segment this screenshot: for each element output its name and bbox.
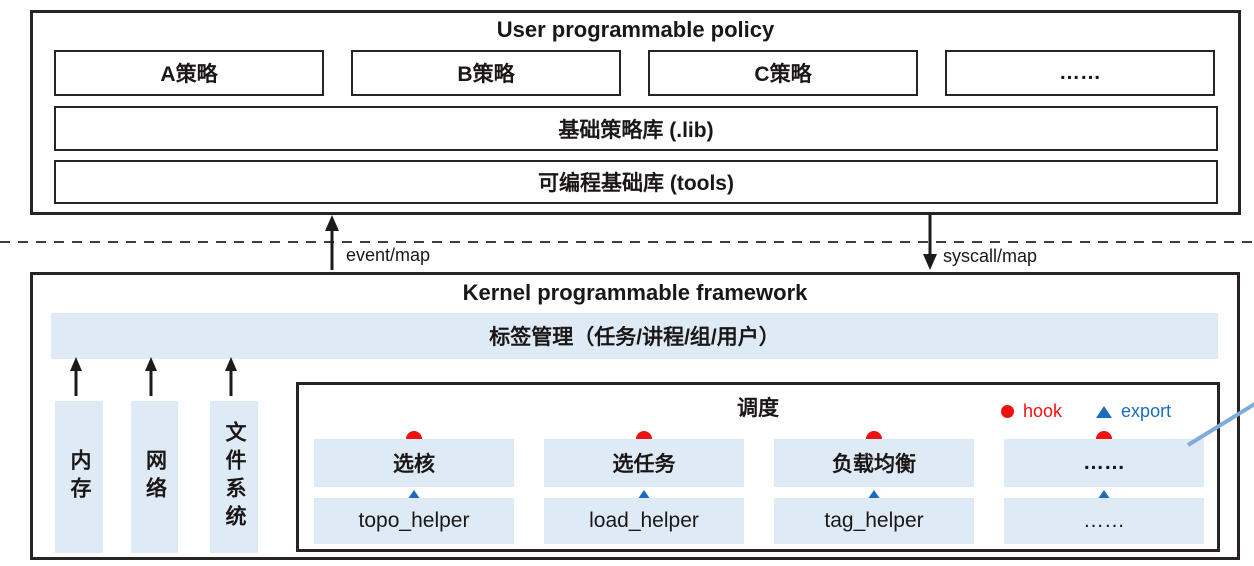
hook-box-more-label: ……: [1083, 451, 1125, 474]
helper-box-tag-label: tag_helper: [824, 509, 924, 532]
subsystem-memory-label: 内存: [68, 449, 91, 505]
subsystem-filesystem-label: 文件系统: [223, 421, 246, 533]
hook-box-more: ……: [1004, 439, 1204, 487]
hook-box-load-balance-label: 负载均衡: [832, 453, 916, 476]
hook-legend-label: hook: [1023, 401, 1063, 421]
hook-box-load-balance: 负载均衡: [774, 439, 974, 487]
scheduler-box: 调度 hook export 选核 topo_helper: [296, 382, 1220, 552]
helper-box-load-label: load_helper: [589, 509, 699, 532]
sched-column-core-select: 选核 topo_helper: [314, 431, 514, 544]
policy-box-a: A策略: [54, 50, 324, 96]
helper-box-topo: topo_helper: [314, 498, 514, 544]
export-legend-icon: [1096, 405, 1113, 418]
programmable-base-lib-bar: 可编程基础库 (tools): [54, 160, 1218, 204]
user-policy-title: User programmable policy: [496, 17, 775, 42]
syscall-map-label: syscall/map: [943, 246, 1038, 266]
event-map-label: event/map: [346, 245, 431, 265]
subsystem-filesystem: 文件系统: [210, 401, 258, 553]
policy-box-b-label: B策略: [457, 63, 515, 86]
hook-box-core-select-label: 选核: [393, 453, 435, 476]
kernel-framework-title: Kernel programmable framework: [462, 280, 808, 305]
helper-box-tag: tag_helper: [774, 498, 974, 544]
policy-box-c-label: C策略: [754, 63, 812, 86]
sched-column-more: …… ……: [1004, 431, 1204, 544]
helper-box-more-label: ……: [1083, 509, 1125, 532]
policy-box-a-label: A策略: [160, 63, 218, 86]
sched-column-task-select: 选任务 load_helper: [544, 431, 744, 544]
policy-box-c: C策略: [648, 50, 918, 96]
helper-box-more: ……: [1004, 498, 1204, 544]
user-policy-panel: User programmable policy A策略 B策略 C策略 …… …: [30, 10, 1241, 215]
scheduler-title: 调度: [737, 397, 779, 420]
policy-box-b: B策略: [351, 50, 621, 96]
hook-box-core-select: 选核: [314, 439, 514, 487]
hook-box-task-select: 选任务: [544, 439, 744, 487]
export-legend-label: export: [1121, 401, 1172, 421]
scheduler-legend: hook export: [1001, 401, 1171, 422]
event-map-up-arrow: [325, 215, 339, 270]
tag-management-label: 标签管理（任务/讲程/组/用户）: [489, 326, 780, 349]
helper-box-topo-label: topo_helper: [358, 509, 470, 532]
sched-column-load-balance: 负载均衡 tag_helper: [774, 431, 974, 544]
syscall-map-down-arrow: [923, 215, 937, 270]
helper-box-load: load_helper: [544, 498, 744, 544]
hook-box-task-select-label: 选任务: [612, 453, 676, 476]
base-policy-lib-label: 基础策略库 (.lib): [558, 118, 714, 142]
tag-management-bar: 标签管理（任务/讲程/组/用户）: [51, 313, 1218, 359]
kernel-framework-panel: Kernel programmable framework 标签管理（任务/讲程…: [30, 272, 1240, 560]
subsystem-network: 网络: [131, 401, 178, 553]
subsystem-network-label: 网络: [143, 449, 167, 505]
programmable-base-lib-label: 可编程基础库 (tools): [538, 172, 734, 195]
subsystem-memory: 内存: [55, 401, 103, 553]
policy-row: A策略 B策略 C策略 ……: [54, 50, 1215, 96]
policy-box-more: ……: [945, 50, 1215, 96]
policy-box-more-label: ……: [1059, 61, 1101, 84]
base-policy-lib-bar: 基础策略库 (.lib): [54, 106, 1218, 151]
hook-legend-icon: [1001, 405, 1014, 418]
